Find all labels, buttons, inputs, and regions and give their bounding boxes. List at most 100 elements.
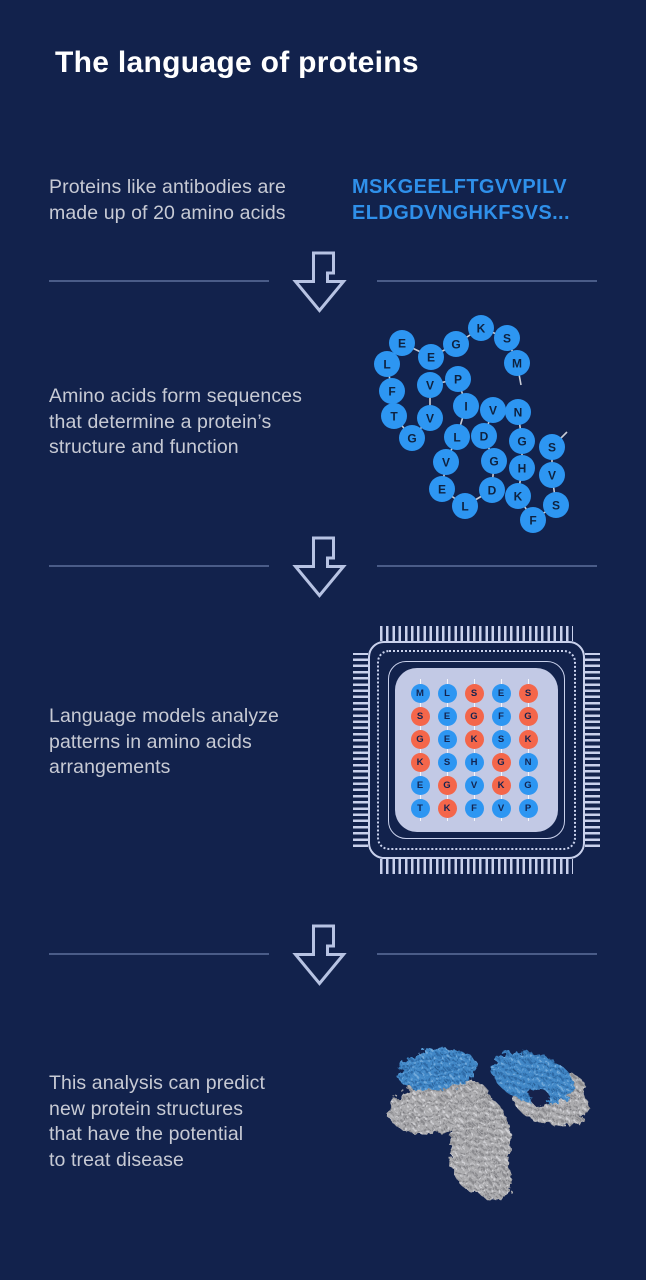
amino-acid-node (471, 423, 497, 449)
amino-acid-node (443, 331, 469, 357)
flow-divider-1 (49, 251, 597, 313)
amino-acid-node (374, 351, 400, 377)
amino-acid-node (481, 448, 507, 474)
chip-pins-left (353, 653, 368, 847)
amino-acid-letter: E (398, 337, 406, 351)
step3-line: patterns in amino acids (49, 730, 252, 753)
chip-grid-cell: P (518, 798, 538, 818)
chip-column-line (473, 679, 475, 821)
chip-grid-cell: S (518, 683, 538, 703)
amino-acid-node (509, 455, 535, 481)
amino-acid-letter: S (548, 441, 556, 455)
amino-acid-node (509, 428, 535, 454)
chip-grid-cell: H (464, 752, 484, 772)
amino-acid-node (543, 492, 569, 518)
amino-acid-letter: L (453, 431, 460, 445)
amino-acid-letter: F (529, 514, 536, 528)
chip-pins-top (380, 626, 573, 641)
chip-column-line (446, 679, 448, 821)
flow-divider-3 (49, 924, 597, 986)
amino-acid-letter: V (426, 412, 434, 426)
step1-description: Proteins like antibodies are made up of … (49, 175, 286, 226)
chip-grid-cell: F (491, 706, 511, 726)
amino-acid-node (505, 483, 531, 509)
chip-column-line (500, 679, 502, 821)
amino-acid-letter: L (383, 358, 390, 372)
step4-line: to treat disease (49, 1148, 184, 1171)
step2-line: Amino acids form sequences (49, 385, 302, 407)
chip-grid-cell: G (464, 706, 484, 726)
amino-acid-letter: G (517, 435, 526, 449)
chip-grid-cell: G (518, 706, 538, 726)
page-title: The language of proteins (55, 46, 419, 79)
step3-line: Language models analyze (49, 705, 279, 727)
chip-grid-cell: S (410, 706, 430, 726)
amino-acid-letter: K (514, 490, 523, 504)
amino-acid-letter: G (407, 432, 416, 446)
amino-acid-node (417, 405, 443, 431)
chip-grid-cell: V (464, 775, 484, 795)
amino-acid-node (418, 344, 444, 370)
chip-grid-cell: K (437, 798, 457, 818)
chip-dotted-border (377, 650, 576, 850)
chip-grid-cell: L (437, 683, 457, 703)
amino-acid-letter: P (454, 373, 462, 387)
chip-column-line (527, 679, 529, 821)
amino-acid-letter: D (480, 430, 489, 444)
chip-grid-cell: F (464, 798, 484, 818)
step1-line: Proteins like antibodies are (49, 176, 286, 198)
chip-grid-cell: K (491, 775, 511, 795)
amino-acid-node (433, 449, 459, 475)
amino-acid-letter: H (518, 462, 527, 476)
chip-grid-cell: G (410, 729, 430, 749)
chip-grid-cell: E (437, 729, 457, 749)
flow-divider-2 (49, 536, 597, 598)
chip-grid-cell: G (491, 752, 511, 772)
step4-line: new protein structures (49, 1097, 244, 1120)
chip-outer-outline (368, 641, 585, 859)
antibody-blue-regions (397, 1049, 574, 1104)
chip-grid-cell: M (410, 683, 430, 703)
chip-grid-cell: S (437, 752, 457, 772)
amino-acid-letter: E (438, 483, 446, 497)
amino-acid-letter: K (477, 322, 486, 336)
amino-acid-node (539, 462, 565, 488)
amino-acid-node (479, 477, 505, 503)
amino-acid-node (505, 399, 531, 425)
amino-acid-node (429, 476, 455, 502)
chain-connector (386, 327, 557, 521)
amino-acid-letter: G (489, 455, 498, 469)
amino-acid-node (539, 434, 565, 460)
amino-acid-node (453, 393, 479, 419)
antibody-structure-illustration (388, 1049, 589, 1200)
amino-acid-letter: N (514, 406, 523, 420)
chip-grid-cell: G (518, 775, 538, 795)
amino-acid-node (494, 325, 520, 351)
amino-acid-node (468, 315, 494, 341)
amino-acid-letter: S (552, 499, 560, 513)
down-arrow-icon (292, 924, 347, 986)
chip-grid-cell: N (518, 752, 538, 772)
chip-grid-cell: T (410, 798, 430, 818)
chip-grid-cell: V (491, 798, 511, 818)
amino-acid-sequence: MSKGEELFTGVVPILV ELDGDVNGHKFSVS... (352, 174, 570, 226)
chip-grid-cell: G (437, 775, 457, 795)
amino-acid-letter: L (461, 500, 468, 514)
step1-line: made up of 20 amino acids (49, 201, 286, 224)
step4-line: This analysis can predict (49, 1072, 266, 1094)
amino-acid-node (504, 350, 530, 376)
chip-grid-cell: K (518, 729, 538, 749)
amino-acid-node (399, 425, 425, 451)
amino-acid-letter: E (427, 351, 435, 365)
chip-inner-outline (388, 661, 565, 839)
sequence-line: MSKGEELFTGVVPILV (352, 176, 567, 198)
step2-line: structure and function (49, 436, 239, 458)
amino-acid-node (444, 424, 470, 450)
chip-grid-cell: E (491, 683, 511, 703)
step3-line: arrangements (49, 756, 171, 778)
chip-grid-cell: K (464, 729, 484, 749)
